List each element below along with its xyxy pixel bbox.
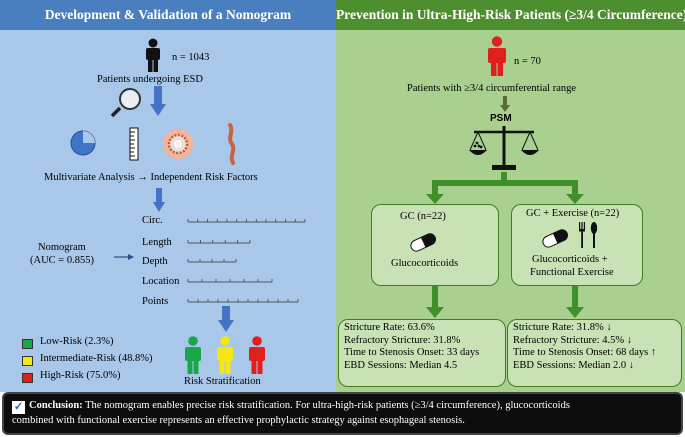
low-risk-label: Low-Risk (2.3%) bbox=[40, 336, 114, 347]
person-icon-red bbox=[488, 36, 506, 76]
intermediate-risk-swatch bbox=[22, 356, 33, 366]
person-icon-green bbox=[185, 336, 201, 374]
axis-label-depth: Depth bbox=[142, 256, 168, 267]
axis-label-circ: Circ. bbox=[142, 215, 163, 226]
gcex-title: GC + Exercise (n=22) bbox=[526, 208, 620, 219]
gcex-results-box: Stricture Rate: 31.8% ↓ Refractory Stric… bbox=[507, 319, 682, 387]
gc-results-box: Stricture Rate: 63.6% Refractory Strictu… bbox=[338, 319, 506, 387]
down-arrow-icon: ↓ bbox=[626, 334, 632, 346]
gcex-result-onset: Time to Stenosis Onset: 68 days ↑ bbox=[513, 347, 657, 358]
ruler-icon bbox=[129, 127, 139, 161]
endoscopy-icon bbox=[163, 129, 193, 159]
gcex-result-stricture: Stricture Rate: 31.8% ↓ bbox=[513, 322, 612, 333]
person-icon bbox=[146, 38, 160, 72]
gcex-result-ebd: EBD Sessions: Median 2.0 ↓ bbox=[513, 359, 635, 371]
high-risk-label: High-Risk (75.0%) bbox=[40, 370, 121, 381]
scale-icon bbox=[469, 126, 539, 170]
gcex-desc-2: Functional Exercise bbox=[530, 267, 614, 278]
right-patients-label: Patients with ≥3/4 circumferential range bbox=[407, 83, 577, 94]
arrow-right-icon bbox=[114, 254, 134, 260]
axis-label-location: Location bbox=[142, 276, 180, 287]
gc-result-ebd: EBD Sessions: Median 4.5 bbox=[344, 359, 458, 371]
axis-label-length: Length bbox=[142, 237, 172, 248]
pie-chart-icon bbox=[70, 130, 96, 156]
right-header: Prevention in Ultra-High-Risk Patients (… bbox=[336, 0, 685, 30]
left-header: Development & Validation of a Nomogram bbox=[0, 0, 336, 30]
arrow-down-icon bbox=[153, 188, 165, 212]
fork-knife-icon bbox=[579, 222, 598, 248]
right-n-label: n = 70 bbox=[514, 56, 541, 67]
psm-label: PSM bbox=[490, 113, 512, 124]
high-risk-swatch bbox=[22, 373, 33, 383]
gc-group-box bbox=[371, 204, 499, 286]
gc-result-stricture: Stricture Rate: 63.6% bbox=[344, 322, 435, 333]
nomogram-title: Nomogram bbox=[38, 242, 86, 253]
arrow-down-icon bbox=[218, 306, 234, 332]
esophagus-icon bbox=[228, 123, 236, 165]
multivariate-label: Multivariate Analysis → Independent Risk… bbox=[44, 172, 258, 183]
nomogram-scales bbox=[187, 219, 306, 303]
up-arrow-icon: ↑ bbox=[650, 347, 657, 358]
conclusion-text-2: combined with functional exercise repres… bbox=[12, 415, 465, 426]
low-risk-swatch bbox=[22, 339, 33, 349]
left-panel bbox=[0, 0, 336, 392]
down-arrow-icon: ↓ bbox=[606, 322, 612, 333]
arrow-down-icon bbox=[500, 96, 510, 112]
nomogram-auc: (AUC = 0.855) bbox=[30, 255, 94, 266]
down-arrow-icon: ↓ bbox=[628, 359, 635, 371]
split-arrows bbox=[426, 172, 584, 318]
left-patients-label: Patients undergoing ESD bbox=[97, 74, 203, 85]
intermediate-risk-label: Intermediate-Risk (48.8%) bbox=[40, 353, 153, 364]
gc-title: GC (n=22) bbox=[400, 211, 446, 222]
risk-stratification-label: Risk Stratification bbox=[184, 376, 261, 387]
conclusion-text-1: The nomogram enables precise risk strati… bbox=[82, 400, 570, 411]
axis-label-points: Points bbox=[142, 296, 169, 307]
gcex-desc-1: Glucocorticoids + bbox=[532, 254, 608, 265]
gc-result-onset: Time to Stenosis Onset: 33 days bbox=[344, 347, 480, 358]
gcex-result-refractory: Refractory Stricture: 4.5% ↓ bbox=[513, 334, 632, 346]
gc-result-refractory: Refractory Stricture: 31.8% bbox=[344, 334, 461, 346]
left-n-label: n = 1043 bbox=[172, 52, 210, 63]
person-icon-yellow bbox=[217, 336, 233, 374]
gc-desc: Glucocorticoids bbox=[391, 258, 459, 269]
conclusion-label: Conclusion: bbox=[29, 400, 83, 411]
conclusion-bar: ✓ Conclusion: The nomogram enables precis… bbox=[2, 392, 683, 435]
gcex-group-box bbox=[511, 204, 643, 286]
pill-icon bbox=[542, 229, 569, 248]
pill-icon bbox=[410, 233, 437, 252]
check-icon: ✓ bbox=[12, 401, 25, 414]
arrow-down-icon bbox=[150, 86, 166, 116]
magnifier-icon bbox=[110, 88, 141, 118]
person-icon-red bbox=[249, 336, 265, 374]
